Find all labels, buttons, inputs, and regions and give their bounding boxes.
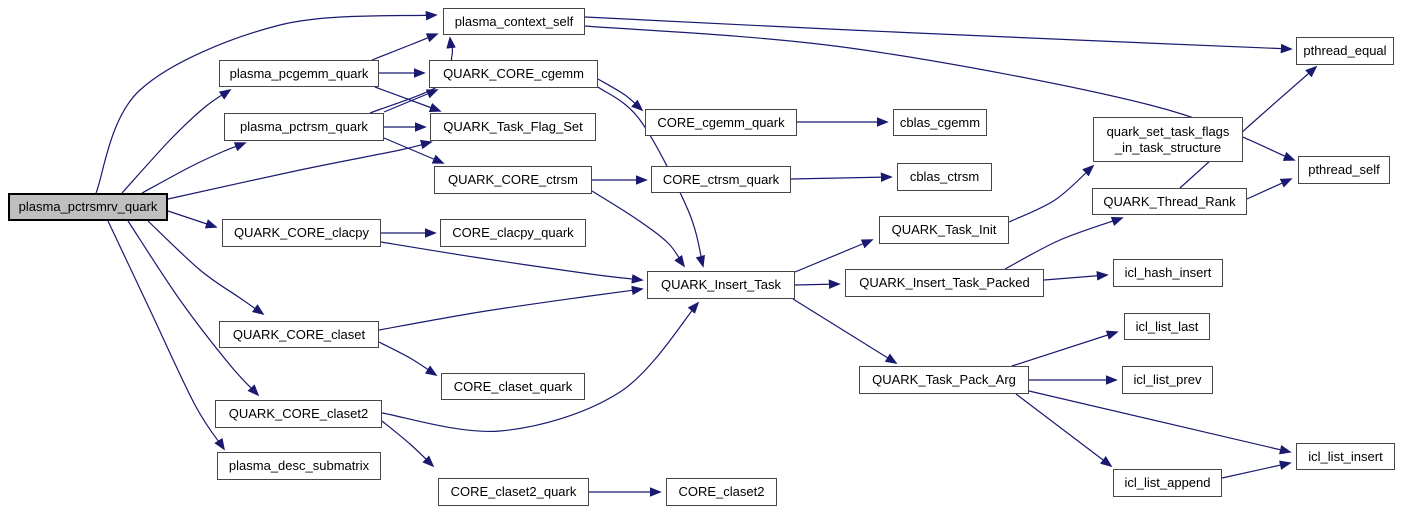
edge-icl_list_append-to-icl_list_insert [1221, 460, 1292, 479]
node-claset_quark[interactable]: CORE_claset_quark [441, 373, 585, 400]
edge-root-to-context_self [95, 10, 438, 194]
node-label: QUARK_Insert_Task_Packed [859, 275, 1030, 291]
edge-ctrsm_quark-to-cblas_ctrsm [790, 172, 893, 183]
edge-task_pack_arg-to-icl_list_last [1011, 330, 1119, 367]
edge-root-to-clacpy [167, 210, 218, 229]
node-label: QUARK_CORE_claset2 [228, 406, 369, 422]
node-label: CORE_claset2 [678, 484, 765, 500]
edge-task_pack_arg-to-icl_list_append [1015, 393, 1113, 468]
node-icl_list_prev[interactable]: icl_list_prev [1122, 366, 1213, 394]
node-claset2_quark[interactable]: CORE_claset2_quark [438, 478, 589, 506]
node-label: plasma_context_self [454, 13, 574, 29]
node-label: plasma_pctrsm_quark [240, 119, 368, 135]
node-clacpy[interactable]: QUARK_CORE_clacpy [222, 219, 381, 247]
edge-root-to-pctrsm [141, 142, 247, 194]
node-claset[interactable]: QUARK_CORE_claset [219, 321, 379, 348]
edge-clacpy-to-insert_task [380, 241, 644, 284]
edge-pcgemm-to-context_self [371, 33, 439, 61]
node-task_pack_arg[interactable]: QUARK_Task_Pack_Arg [859, 366, 1029, 394]
node-cgemm[interactable]: QUARK_CORE_cgemm [429, 60, 598, 88]
edge-root-to-desc_submatrix [107, 220, 225, 451]
node-label: plasma_pctrsmrv_quark [18, 199, 158, 215]
node-label: QUARK_Insert_Task [661, 277, 781, 293]
node-cgemm_quark[interactable]: CORE_cgemm_quark [645, 109, 797, 136]
node-label: plasma_pcgemm_quark [229, 65, 369, 81]
edge-insert_task-to-insert_task_packed [794, 279, 841, 290]
edge-pctrsm-to-ctrsm [383, 137, 445, 164]
node-label: icl_hash_insert [1124, 265, 1212, 281]
node-label: CORE_claset_quark [453, 378, 573, 394]
node-pthread_self[interactable]: pthread_self [1298, 156, 1390, 184]
node-core_claset2[interactable]: CORE_claset2 [666, 478, 777, 506]
node-task_init[interactable]: QUARK_Task_Init [879, 216, 1009, 244]
node-icl_list_last[interactable]: icl_list_last [1124, 313, 1210, 340]
edge-ctrsm-to-insert_task [591, 190, 686, 268]
edge-thread_rank-to-pthread_self [1246, 178, 1293, 200]
edge-task_pack_arg-to-icl_list_insert [1028, 390, 1292, 455]
node-label: CORE_cgemm_quark [657, 114, 785, 130]
node-label: quark_set_task_flags [1106, 123, 1230, 139]
node-task_flag_set[interactable]: QUARK_Task_Flag_Set [430, 113, 596, 141]
node-pctrsm[interactable]: plasma_pctrsm_quark [224, 113, 384, 141]
node-icl_list_insert[interactable]: icl_list_insert [1296, 443, 1395, 470]
node-set_task_flags[interactable]: quark_set_task_flags_in_task_structure [1093, 117, 1243, 162]
node-thread_rank[interactable]: QUARK_Thread_Rank [1092, 188, 1247, 215]
node-label: CORE_ctrsm_quark [662, 171, 780, 187]
edge-pctrsm-to-cgemm [383, 89, 439, 113]
edge-insert_task-to-task_init [794, 239, 874, 273]
node-label: pthread_equal [1303, 43, 1387, 59]
node-label: CORE_claset2_quark [450, 484, 577, 500]
node-ctrsm[interactable]: QUARK_CORE_ctrsm [434, 166, 592, 194]
node-label: _in_task_structure [1114, 139, 1222, 155]
edge-cgemm-to-cgemm_quark [597, 78, 644, 112]
edge-claset2-to-claset2_quark [381, 420, 435, 468]
node-label: QUARK_Task_Init [891, 222, 997, 238]
node-label: plasma_desc_submatrix [228, 458, 370, 474]
node-insert_task[interactable]: QUARK_Insert_Task [647, 271, 795, 299]
edge-root-to-task_flag_set [167, 139, 433, 200]
edge-root-to-pcgemm [121, 89, 232, 194]
node-pcgemm[interactable]: plasma_pcgemm_quark [219, 60, 379, 87]
edge-root-to-claset2 [127, 220, 260, 397]
node-label: QUARK_Task_Flag_Set [443, 119, 583, 135]
node-root: plasma_pctrsmrv_quark [8, 193, 168, 221]
edge-insert_task-to-task_pack_arg [792, 298, 898, 364]
node-desc_submatrix[interactable]: plasma_desc_submatrix [217, 452, 381, 480]
node-label: QUARK_Task_Pack_Arg [872, 372, 1016, 388]
node-label: CORE_clacpy_quark [452, 225, 574, 241]
node-pthread_equal[interactable]: pthread_equal [1296, 37, 1394, 65]
edge-insert_task_packed-to-icl_hash_insert [1043, 271, 1109, 281]
node-claset2[interactable]: QUARK_CORE_claset2 [215, 400, 382, 428]
node-label: QUARK_CORE_ctrsm [447, 172, 579, 188]
edge-cgemm-to-insert_task [597, 86, 705, 268]
node-icl_hash_insert[interactable]: icl_hash_insert [1113, 259, 1223, 287]
edge-claset2-to-insert_task [381, 301, 700, 433]
node-label: pthread_self [1308, 162, 1380, 178]
edge-task_init-to-set_task_flags [1008, 164, 1095, 223]
node-cblas_cgemm[interactable]: cblas_cgemm [893, 109, 987, 136]
edge-claset-to-insert_task [378, 285, 644, 331]
node-label: cblas_cgemm [899, 114, 981, 130]
node-label: QUARK_CORE_clacpy [233, 225, 370, 241]
node-icl_list_append[interactable]: icl_list_append [1113, 469, 1222, 497]
node-label: QUARK_Thread_Rank [1103, 193, 1236, 209]
node-label: QUARK_CORE_claset [232, 326, 366, 342]
node-context_self[interactable]: plasma_context_self [443, 8, 585, 35]
edge-context_self-to-pthread_equal [584, 16, 1293, 54]
node-ctrsm_quark[interactable]: CORE_ctrsm_quark [651, 166, 791, 193]
node-clacpy_quark[interactable]: CORE_clacpy_quark [440, 219, 586, 247]
node-label: QUARK_CORE_cgemm [443, 66, 584, 82]
node-insert_task_packed[interactable]: QUARK_Insert_Task_Packed [845, 269, 1044, 297]
node-label: icl_list_prev [1133, 372, 1202, 388]
edge-root-to-claset [147, 220, 265, 316]
node-label: icl_list_insert [1308, 448, 1383, 464]
node-cblas_ctrsm[interactable]: cblas_ctrsm [897, 163, 992, 191]
edge-thread_rank-to-pthread_equal [1179, 65, 1318, 189]
node-label: icl_list_append [1124, 475, 1211, 491]
edge-insert_task_packed-to-thread_rank [1004, 216, 1124, 270]
edge-claset-to-claset_quark [378, 341, 438, 376]
node-label: icl_list_last [1135, 318, 1199, 334]
node-label: cblas_ctrsm [909, 169, 980, 185]
